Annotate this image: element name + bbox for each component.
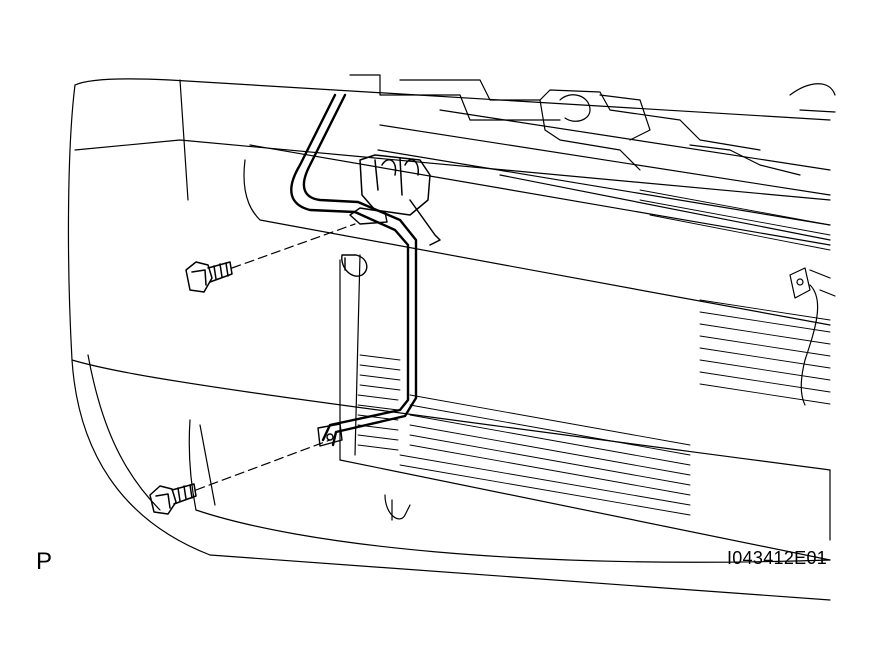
install-guide-lines <box>195 223 356 491</box>
figure-code-label: I043412E01 <box>727 548 828 568</box>
condenser-core <box>339 189 831 561</box>
upper-bolt <box>185 261 233 293</box>
pressure-switch <box>359 154 441 246</box>
right-connector <box>789 267 836 406</box>
upper-support <box>349 74 836 241</box>
ac-tube <box>290 93 418 447</box>
bumper-outline <box>67 78 831 601</box>
lower-bolt <box>149 483 197 515</box>
upper-bracket <box>341 207 388 277</box>
view-letter-label: P <box>36 548 53 575</box>
